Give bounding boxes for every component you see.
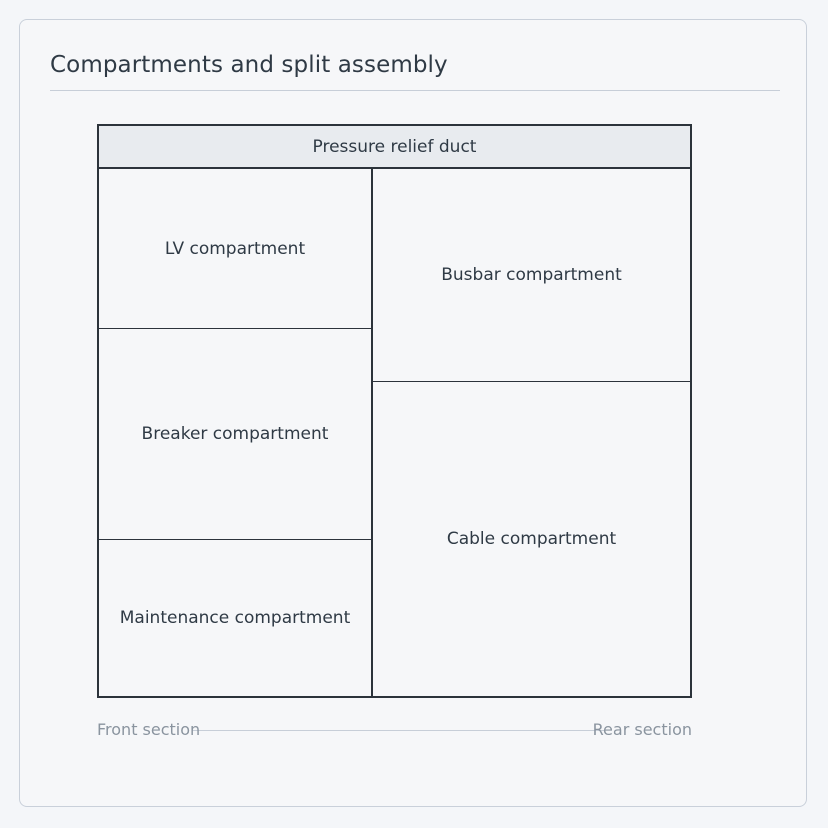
breaker-compartment: Breaker compartment: [99, 329, 371, 540]
maintenance-compartment: Maintenance compartment: [99, 540, 371, 696]
section-axis-line: [192, 730, 604, 731]
maintenance-compartment-label: Maintenance compartment: [119, 608, 351, 628]
pressure-relief-duct-label: Pressure relief duct: [312, 136, 477, 157]
rear-section-label: Rear section: [592, 720, 692, 739]
front-section-label: Front section: [97, 720, 201, 739]
breaker-compartment-label: Breaker compartment: [141, 424, 329, 444]
busbar-compartment-label: Busbar compartment: [441, 265, 622, 285]
section-axis: Front section Rear section: [97, 719, 692, 741]
switchgear-diagram: Pressure relief duct LV compartment Brea…: [97, 124, 692, 698]
title-divider: [50, 90, 780, 91]
page-title: Compartments and split assembly: [50, 52, 448, 78]
lv-compartment: LV compartment: [99, 169, 371, 329]
cable-compartment-label: Cable compartment: [446, 529, 617, 549]
cable-compartment: Cable compartment: [371, 382, 690, 696]
pressure-relief-duct: Pressure relief duct: [99, 126, 690, 169]
lv-compartment-label: LV compartment: [164, 238, 306, 259]
busbar-compartment: Busbar compartment: [371, 169, 690, 382]
